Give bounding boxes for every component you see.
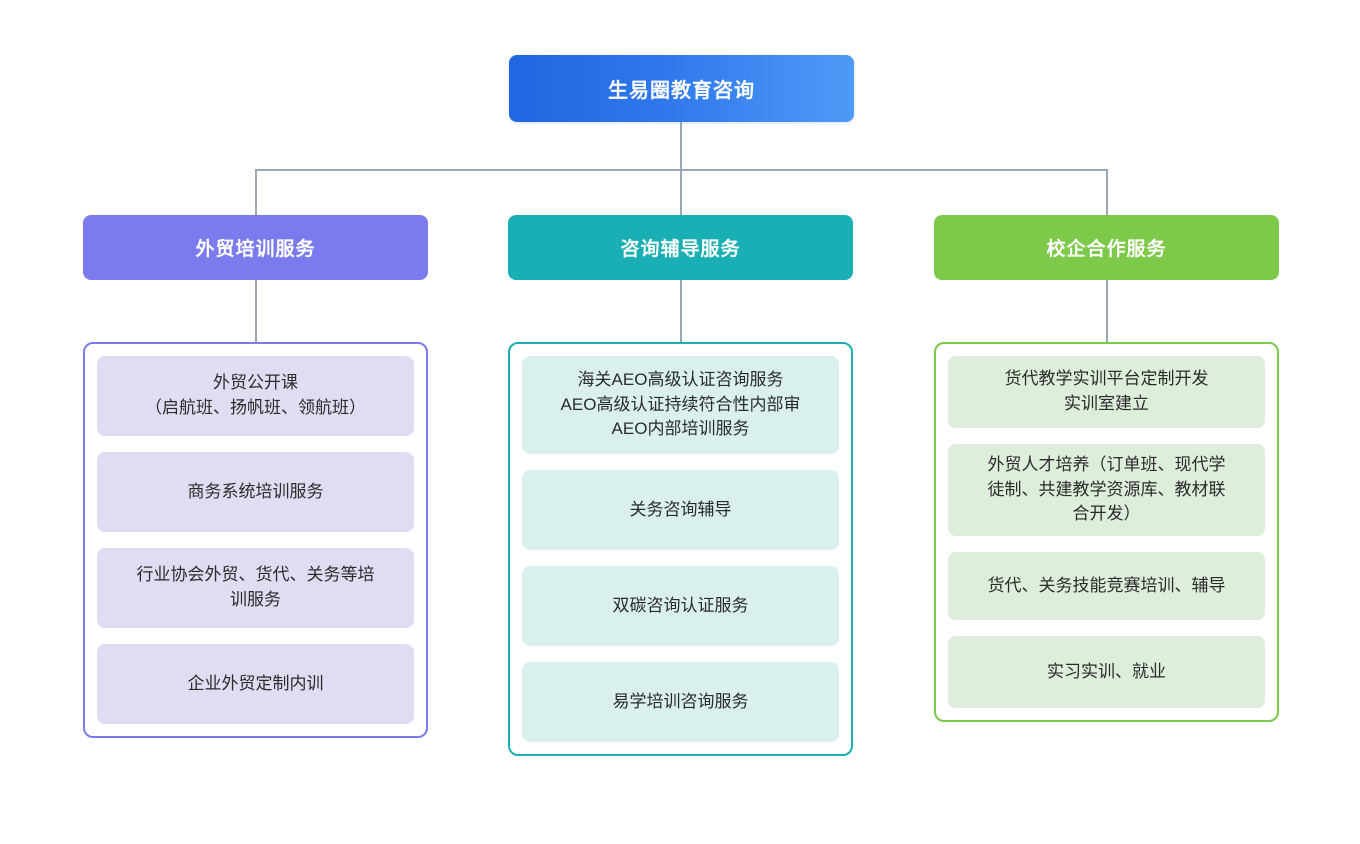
root-node-生易圈教育咨询[interactable]: 生易圈教育咨询 (509, 55, 854, 122)
category-column-2: 咨询辅导服务 海关AEO高级认证咨询服务 AEO高级认证持续符合性内部审 AEO… (508, 215, 853, 756)
service-card[interactable]: 易学培训咨询服务 (522, 662, 839, 742)
service-card[interactable]: 商务系统培训服务 (97, 452, 414, 532)
service-card[interactable]: 外贸人才培养（订单班、现代学 徒制、共建教学资源库、教材联 合开发） (948, 444, 1265, 536)
service-panel-2: 海关AEO高级认证咨询服务 AEO高级认证持续符合性内部审 AEO内部培训服务 … (508, 342, 853, 756)
service-card[interactable]: 行业协会外贸、货代、关务等培 训服务 (97, 548, 414, 628)
service-card[interactable]: 实习实训、就业 (948, 636, 1265, 708)
category-header-咨询辅导服务[interactable]: 咨询辅导服务 (508, 215, 853, 280)
category-header-外贸培训服务[interactable]: 外贸培训服务 (83, 215, 428, 280)
category-header-校企合作服务[interactable]: 校企合作服务 (934, 215, 1279, 280)
connector-to-category-1 (255, 169, 257, 215)
connector-category-2-to-panel (680, 280, 682, 342)
category-column-1: 外贸培训服务 外贸公开课 （启航班、扬帆班、领航班） 商务系统培训服务 行业协会… (83, 215, 428, 738)
service-card[interactable]: 双碳咨询认证服务 (522, 566, 839, 646)
connector-to-category-3 (1106, 169, 1108, 215)
service-card[interactable]: 海关AEO高级认证咨询服务 AEO高级认证持续符合性内部审 AEO内部培训服务 (522, 356, 839, 454)
service-card[interactable]: 关务咨询辅导 (522, 470, 839, 550)
connector-category-3-to-panel (1106, 280, 1108, 342)
service-panel-1: 外贸公开课 （启航班、扬帆班、领航班） 商务系统培训服务 行业协会外贸、货代、关… (83, 342, 428, 738)
service-card[interactable]: 货代、关务技能竞赛培训、辅导 (948, 552, 1265, 620)
service-card[interactable]: 外贸公开课 （启航班、扬帆班、领航班） (97, 356, 414, 436)
connector-to-category-2 (680, 169, 682, 215)
service-card[interactable]: 企业外贸定制内训 (97, 644, 414, 724)
category-column-3: 校企合作服务 货代教学实训平台定制开发 实训室建立 外贸人才培养（订单班、现代学… (934, 215, 1279, 722)
service-card[interactable]: 货代教学实训平台定制开发 实训室建立 (948, 356, 1265, 428)
connector-category-1-to-panel (255, 280, 257, 342)
connector-root-vertical (680, 122, 682, 170)
service-panel-3: 货代教学实训平台定制开发 实训室建立 外贸人才培养（订单班、现代学 徒制、共建教… (934, 342, 1279, 722)
